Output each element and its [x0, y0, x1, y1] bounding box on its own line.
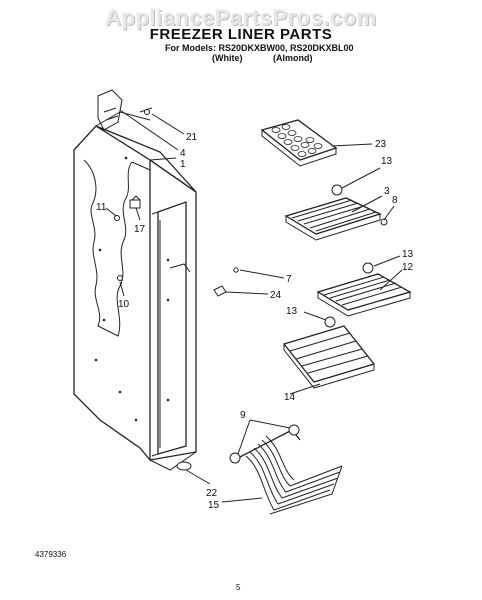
part-13-bracket-c: [324, 316, 336, 328]
part-11-screw: [114, 215, 120, 221]
callout-10: 10: [118, 299, 130, 310]
callout-17: 17: [134, 224, 146, 235]
callout-22: 22: [206, 488, 218, 499]
page-number: 5: [236, 583, 241, 592]
callout-13-b: 13: [402, 249, 414, 260]
part-9-bracket-a: [229, 452, 241, 464]
callout-14: 14: [284, 392, 296, 403]
part-8-screw: [380, 218, 388, 226]
page-title: FREEZER LINER PARTS: [149, 26, 333, 43]
callout-11: 11: [96, 202, 107, 213]
callout-21: 21: [186, 132, 198, 143]
freezer-liner: [73, 111, 197, 471]
callout-numbers: 21 4 1 11 17 10 23 13 3 8 13 12 7 24 13 …: [96, 132, 414, 511]
part-17-clip: [129, 195, 141, 209]
leader-lines: [105, 109, 403, 503]
callout-9: 9: [240, 410, 246, 421]
model-numbers: For Models: RS20DKXBW00, RS20DKXBL00: [165, 43, 354, 53]
callout-13-a: 13: [381, 156, 393, 167]
callout-3: 3: [384, 186, 390, 197]
callout-23: 23: [375, 139, 387, 150]
callout-4: 4: [180, 148, 186, 159]
part-3-shelf: [284, 184, 388, 241]
part-13-bracket-a: [331, 184, 343, 196]
watermark-logo: AppliancePartsPros.com: [105, 5, 377, 30]
part-7-wire: [169, 263, 191, 273]
callout-12: 12: [402, 262, 414, 273]
part-10-screw: [117, 275, 123, 281]
color-label-almond: (Almond): [273, 53, 313, 63]
part-24-clip: [213, 285, 227, 297]
part-14-shelf: [282, 316, 376, 389]
part-7-fastener: [233, 267, 239, 273]
part-21-bracket: [97, 89, 153, 131]
callout-15: 15: [208, 500, 220, 511]
document-number: 4379336: [35, 550, 67, 559]
callout-8: 8: [392, 195, 398, 206]
part-23-ice-tray: [260, 119, 338, 167]
part-22-cap: [176, 461, 192, 471]
part-13-bracket-b: [362, 262, 374, 274]
callout-1: 1: [180, 159, 186, 170]
part-9-bracket-b: [288, 424, 300, 436]
part-15-rack: [229, 424, 343, 515]
callout-7: 7: [286, 274, 292, 285]
part-12-shelf: [316, 262, 412, 317]
callout-24: 24: [270, 290, 282, 301]
color-label-white: (White): [212, 53, 243, 63]
callout-13-c: 13: [286, 306, 298, 317]
